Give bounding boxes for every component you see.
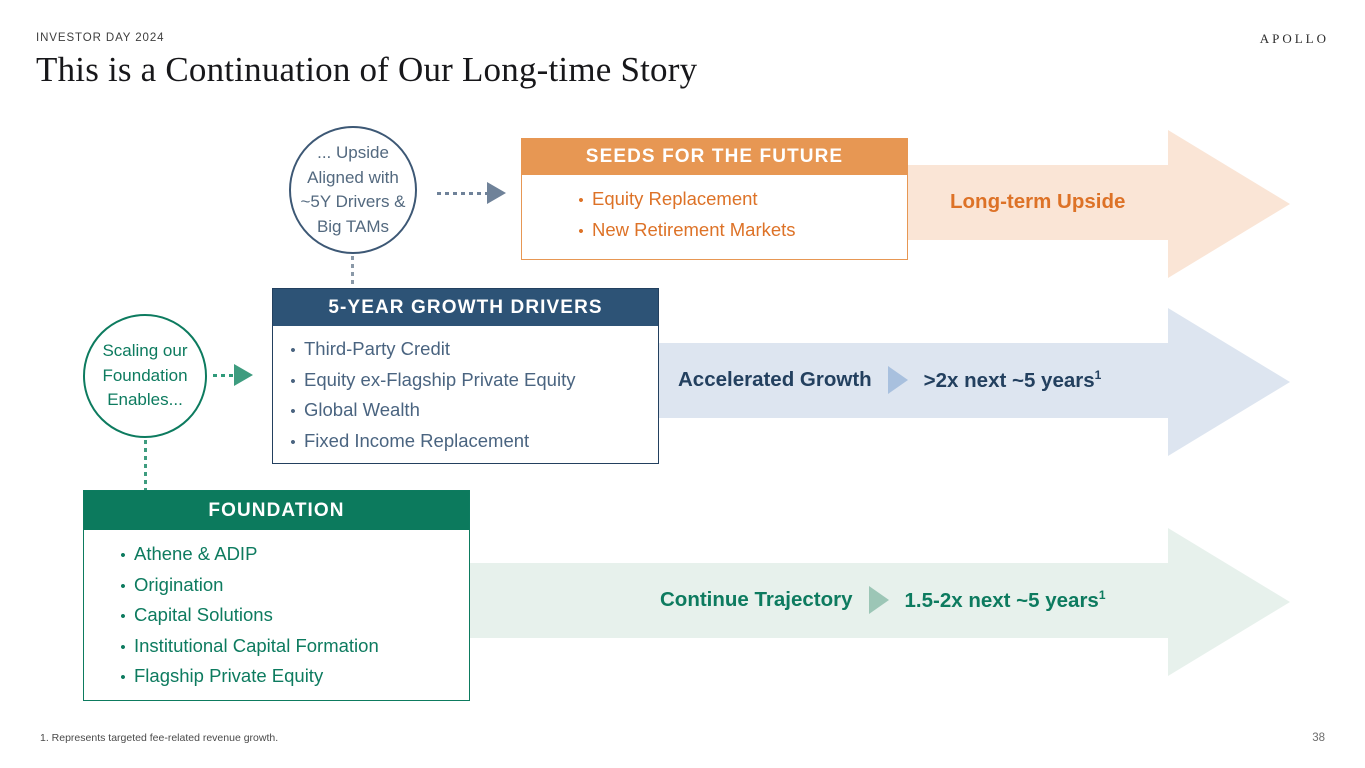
band-arrowhead-icon [1168, 130, 1290, 278]
circle-upside-line2: Aligned with [307, 167, 399, 187]
list-item-label: Flagship Private Equity [134, 665, 324, 686]
band-shaft [560, 343, 1170, 418]
card-seeds-list: • Equity Replacement • New Retirement Mark… [570, 185, 907, 246]
band-arrowhead-icon [1168, 528, 1290, 676]
card-drivers-list: • Third-Party Credit • Equity ex-Flagship … [282, 335, 658, 457]
list-item-label: Equity Replacement [592, 188, 758, 209]
circle-upside-line1: ... Upside [317, 143, 389, 162]
circle-scaling: Scaling our Foundation Enables... [83, 314, 207, 438]
list-item-label: Equity ex-Flagship Private Equity [304, 368, 576, 390]
list-item: • Equity Replacement [570, 185, 907, 216]
list-item-label: Global Wealth [304, 399, 420, 420]
apollo-logo: APOLLO [1259, 31, 1329, 46]
band-arrowhead-icon [1168, 308, 1290, 456]
circle-scaling-line3: Enables... [107, 390, 183, 410]
list-item: • Third-Party Credit [282, 335, 658, 366]
card-drivers-title: 5-YEAR GROWTH DRIVERS [273, 289, 658, 326]
list-item-label: New Retirement Markets [592, 218, 796, 240]
band-bottom-text: Continue Trajectory 1.5-2x next ~5 years… [660, 578, 1106, 622]
circle-scaling-line2: Foundation [102, 365, 188, 385]
triangle-separator-icon [868, 586, 889, 614]
list-item: • Institutional Capital Formation [112, 632, 469, 663]
card-seeds-for-the-future: SEEDS FOR THE FUTURE • Equity Replacement… [521, 138, 908, 260]
band-middle-value: >2x next ~5 years [923, 368, 1095, 392]
list-item: • Origination [112, 571, 469, 602]
bullet-icon: • [120, 669, 126, 686]
bullet-icon: • [120, 608, 126, 625]
arrow-right-icon [234, 364, 253, 386]
list-item: • Equity ex-Flagship Private Equity [282, 366, 658, 397]
list-item-label: Institutional Capital Formation [134, 634, 379, 656]
band-middle-label: Accelerated Growth [678, 368, 872, 391]
circle-upside: ... Upside Aligned with ~5Y Drivers & Bi… [289, 126, 417, 254]
list-item-label: Athene & ADIP [134, 543, 258, 564]
circle-scaling-line1: Scaling our [102, 341, 188, 361]
footnote: 1. Represents targeted fee-related reven… [40, 732, 279, 744]
bullet-icon: • [290, 342, 296, 359]
band-middle-footnote-marker: 1 [1094, 367, 1102, 382]
card-drivers-body: • Third-Party Credit • Equity ex-Flagship … [273, 326, 658, 469]
bullet-icon: • [578, 222, 584, 240]
band-middle-value-wrap: >2x next ~5 years1 [924, 368, 1102, 393]
band-top-text: Long-term Upside [950, 180, 1125, 224]
page-title: This is a Continuation of Our Long-time … [36, 50, 698, 89]
list-item-label: Origination [134, 573, 224, 595]
slide-eyebrow: INVESTOR DAY 2024 [36, 32, 165, 44]
connector-upside-to-drivers [351, 256, 354, 288]
band-bottom-label: Continue Trajectory [660, 588, 853, 611]
circle-upside-text: ... Upside Aligned with ~5Y Drivers & Bi… [300, 141, 405, 239]
bullet-icon: • [578, 192, 584, 209]
list-item: • Athene & ADIP [112, 540, 469, 571]
card-foundation-list: • Athene & ADIP • Origination • Capital Sol… [112, 540, 469, 693]
band-top-label: Long-term Upside [950, 190, 1126, 213]
card-5-year-growth-drivers: 5-YEAR GROWTH DRIVERS • Third-Party Credi… [272, 288, 659, 464]
card-foundation-title: FOUNDATION [84, 491, 469, 530]
list-item: • Global Wealth [282, 396, 658, 427]
connector-scaling-to-drivers [213, 374, 235, 377]
band-shaft [420, 563, 1170, 638]
card-seeds-body: • Equity Replacement • New Retirement Mark… [522, 175, 907, 258]
bullet-icon: • [120, 547, 126, 564]
band-bottom-value: 1.5-2x next ~5 years [904, 588, 1099, 612]
band-middle-text: Accelerated Growth >2x next ~5 years1 [678, 358, 1101, 402]
bullet-icon: • [290, 433, 296, 451]
connector-upside-to-seeds [437, 192, 489, 195]
list-item-label: Fixed Income Replacement [304, 429, 530, 451]
card-foundation-body: • Athene & ADIP • Origination • Capital Sol… [84, 530, 469, 705]
circle-upside-line3: ~5Y Drivers & [300, 192, 406, 211]
band-bottom-footnote-marker: 1 [1098, 587, 1106, 602]
bullet-icon: • [290, 372, 296, 390]
arrow-right-icon [487, 182, 506, 204]
bullet-icon: • [120, 577, 126, 595]
band-bottom-value-wrap: 1.5-2x next ~5 years1 [905, 588, 1106, 613]
page-number: 38 [1312, 732, 1325, 744]
list-item: • Capital Solutions [112, 601, 469, 632]
outcome-band-accelerated-growth: Accelerated Growth >2x next ~5 years1 [560, 308, 1290, 456]
connector-scaling-to-foundation [144, 440, 147, 490]
list-item: • Flagship Private Equity [112, 662, 469, 693]
bullet-icon: • [290, 403, 296, 420]
card-seeds-title: SEEDS FOR THE FUTURE [522, 139, 907, 175]
circle-scaling-text: Scaling our Foundation Enables... [102, 339, 187, 413]
card-foundation: FOUNDATION • Athene & ADIP • Origination •… [83, 490, 470, 701]
list-item: • New Retirement Markets [570, 216, 907, 247]
circle-upside-line4: Big TAMs [316, 216, 390, 236]
list-item: • Fixed Income Replacement [282, 427, 658, 458]
list-item-label: Capital Solutions [134, 604, 273, 625]
list-item-label: Third-Party Credit [304, 338, 450, 359]
triangle-separator-icon [887, 366, 908, 394]
bullet-icon: • [120, 638, 126, 656]
outcome-band-continue-trajectory: Continue Trajectory 1.5-2x next ~5 years… [420, 528, 1290, 676]
